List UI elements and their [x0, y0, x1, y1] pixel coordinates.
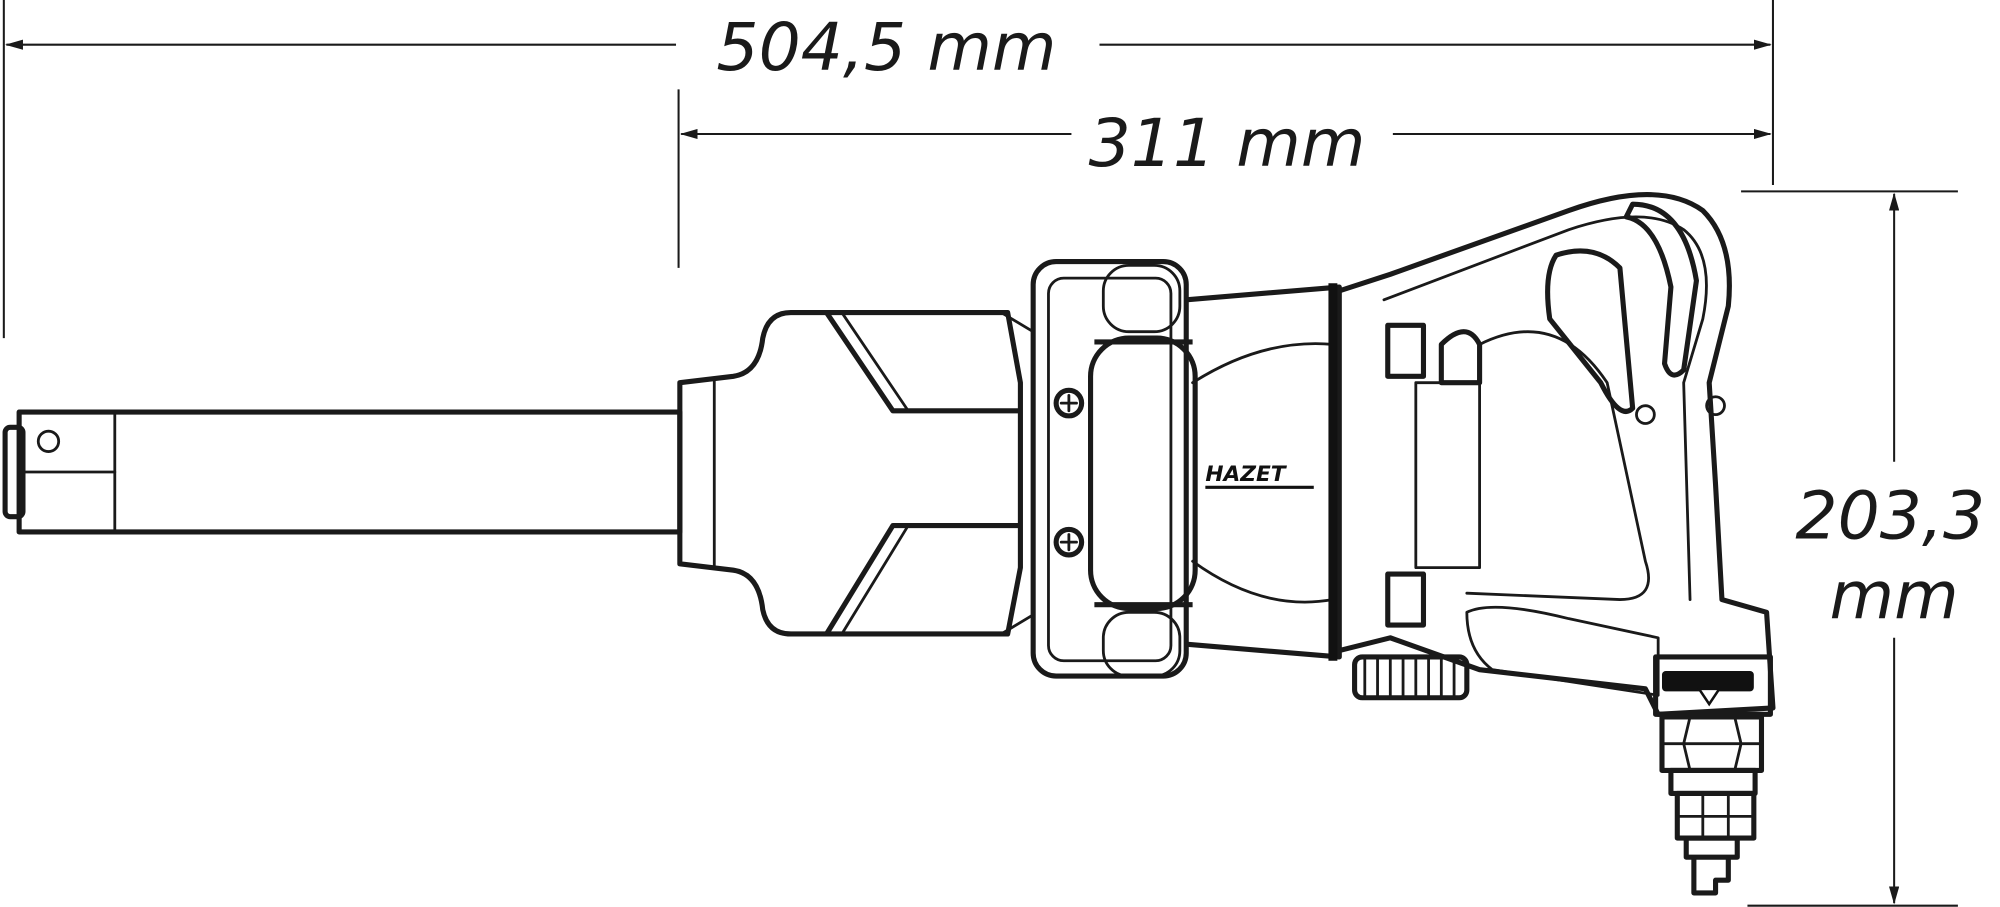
handle: [1338, 192, 1776, 717]
dimension-height: 203,3 mm: [1741, 190, 1985, 907]
body-length-label: 311 mm: [1089, 104, 1366, 182]
screw-icon: [1053, 387, 1085, 419]
brand-logo: HAZET: [1205, 462, 1287, 487]
dimension-body-length: 311 mm: [677, 89, 1772, 268]
dimension-overall-length: 504,5 mm: [2, 0, 1774, 339]
motor-housing: HAZET: [1186, 283, 1342, 661]
screw-icon: [1053, 526, 1085, 558]
front-housing: [1030, 258, 1198, 679]
impact-wrench: HAZET: [2, 192, 1776, 896]
regulator-dial: [1352, 654, 1470, 701]
hammer-case: [677, 310, 1035, 637]
height-unit-label: mm: [1830, 557, 1959, 635]
overall-length-label: 504,5 mm: [716, 8, 1056, 86]
height-value-label: 203,3: [1795, 476, 1985, 554]
air-inlet: [1653, 654, 1773, 896]
rotation-label: [1661, 670, 1754, 692]
anvil-shaft: [2, 409, 683, 535]
